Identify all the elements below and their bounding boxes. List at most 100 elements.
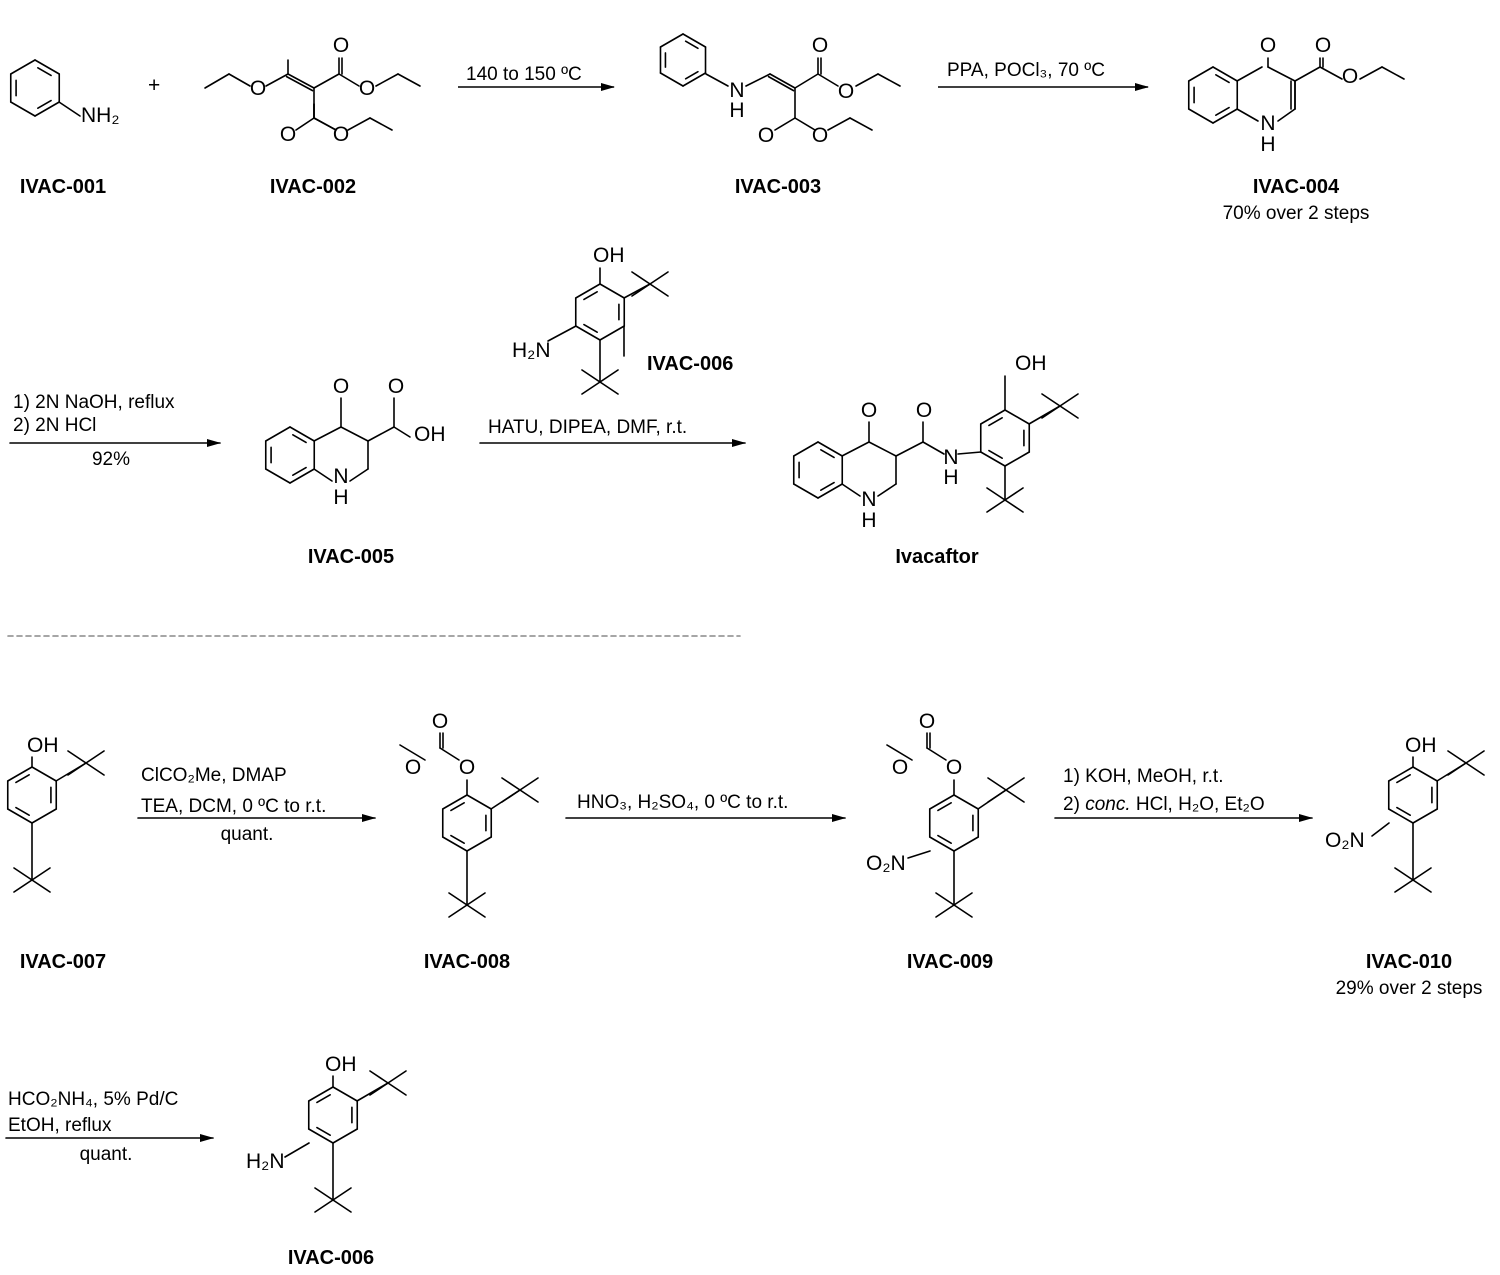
bond-line bbox=[886, 744, 913, 761]
atom-label: OH bbox=[325, 1053, 357, 1076]
atom-label: O bbox=[280, 123, 296, 146]
atom-label: H bbox=[1260, 133, 1275, 156]
aromatic-bond-line bbox=[937, 801, 952, 812]
step-number: 2) bbox=[1063, 794, 1085, 815]
atom-label: H bbox=[729, 99, 744, 122]
atom-label: OH bbox=[27, 734, 59, 757]
conditions-text: 140 to 150 ºC bbox=[466, 64, 582, 85]
conditions-text: HATU, DIPEA, DMF, r.t. bbox=[488, 417, 687, 438]
bond-line bbox=[1447, 750, 1467, 764]
conditions-text: ClCO₂Me, DMAP bbox=[141, 765, 287, 786]
bond-line bbox=[1236, 108, 1259, 122]
atom-label: O bbox=[333, 123, 349, 146]
atom-label: H bbox=[333, 486, 348, 509]
atom-label: H bbox=[861, 509, 876, 532]
bond-line bbox=[855, 73, 879, 87]
atom-label: H bbox=[943, 466, 958, 489]
bond-line bbox=[581, 381, 601, 395]
aromatic-bond-line bbox=[15, 773, 30, 784]
atom-label: OH bbox=[1015, 352, 1047, 375]
aromatic-bond-line bbox=[37, 99, 52, 110]
bond-line bbox=[922, 441, 945, 455]
atom-label: H₂N bbox=[246, 1150, 284, 1173]
bond-line bbox=[340, 426, 369, 442]
bond-line bbox=[792, 483, 819, 499]
bond-line bbox=[987, 777, 1007, 791]
bond-line bbox=[1371, 822, 1390, 837]
yield-text: 70% over 2 steps bbox=[1223, 203, 1370, 224]
conditions-rest: HCl, H₂O, Et₂O bbox=[1131, 794, 1265, 815]
bond-line bbox=[986, 487, 1006, 501]
aromatic-bond-line bbox=[450, 834, 465, 845]
atom-label: O bbox=[1260, 34, 1276, 57]
atom-label: OH bbox=[1405, 734, 1437, 757]
atom-label: O bbox=[405, 756, 421, 779]
bond-line bbox=[332, 1086, 359, 1102]
bond-line bbox=[1212, 108, 1239, 124]
bond-line bbox=[926, 747, 947, 761]
bond-line bbox=[794, 117, 816, 131]
bond-line bbox=[928, 794, 955, 810]
atom-label: O bbox=[892, 756, 908, 779]
bond-line bbox=[774, 117, 796, 131]
atom-label: O bbox=[388, 375, 404, 398]
bond-line bbox=[986, 499, 1006, 513]
atom-label: O bbox=[919, 710, 935, 733]
bond-line bbox=[13, 867, 33, 881]
aromatic-bond-line bbox=[820, 481, 835, 492]
bond-line bbox=[313, 73, 340, 89]
bond-line bbox=[31, 766, 58, 782]
bond-line bbox=[877, 483, 897, 497]
atom-label: O bbox=[1342, 65, 1358, 88]
bond-line bbox=[284, 1142, 310, 1158]
aromatic-bond-line bbox=[1396, 806, 1411, 817]
atom-label: O bbox=[250, 77, 266, 100]
bond-line bbox=[375, 73, 399, 87]
bond-line bbox=[957, 451, 982, 455]
bond-line bbox=[769, 73, 796, 89]
bond-line bbox=[1004, 451, 1031, 467]
aromatic-bond-line bbox=[1215, 73, 1230, 84]
bond-line bbox=[1005, 789, 1025, 803]
bond-line bbox=[928, 836, 955, 852]
bond-line bbox=[313, 468, 333, 482]
italic-modifier: conc. bbox=[1085, 794, 1130, 815]
compound-label: IVAC-010 bbox=[1366, 951, 1452, 973]
bond-line bbox=[387, 1070, 407, 1084]
aromatic-bond-line bbox=[1396, 773, 1411, 784]
compound-label: IVAC-002 bbox=[270, 176, 356, 198]
compound-label: IVAC-008 bbox=[424, 951, 510, 973]
bond-line bbox=[1041, 393, 1061, 407]
atom-label: O₂N bbox=[866, 852, 906, 875]
bond-line bbox=[1387, 766, 1414, 782]
bond-line bbox=[6, 766, 33, 782]
bond-line bbox=[367, 426, 395, 442]
reagent-label: IVAC-006 bbox=[647, 353, 733, 375]
bond-line bbox=[979, 409, 1006, 425]
bond-line bbox=[1447, 762, 1467, 776]
bond-line bbox=[547, 325, 577, 342]
bond-line bbox=[1004, 409, 1031, 425]
bond-line bbox=[1381, 66, 1405, 80]
bond-line bbox=[295, 117, 315, 131]
atom-label: O bbox=[758, 124, 774, 147]
bond-line bbox=[599, 381, 619, 395]
atom-label: N bbox=[729, 79, 744, 102]
bond-line bbox=[67, 762, 87, 776]
bond-line bbox=[85, 750, 105, 764]
aromatic-bond-line bbox=[316, 1126, 331, 1137]
bond-line bbox=[1004, 499, 1024, 513]
bond-line bbox=[332, 1199, 352, 1213]
bond-line bbox=[397, 73, 421, 87]
bond-line bbox=[466, 794, 493, 810]
bond-line bbox=[441, 836, 468, 852]
bond-line bbox=[441, 794, 468, 810]
atom-label: OH bbox=[414, 423, 446, 446]
bond-line bbox=[1187, 66, 1214, 82]
bond-line bbox=[67, 750, 87, 764]
compound-label: IVAC-004 bbox=[1253, 176, 1340, 198]
conditions-text: 1) KOH, MeOH, r.t. bbox=[1063, 766, 1223, 787]
atom-label: O bbox=[838, 80, 854, 103]
atom-label: O bbox=[916, 399, 932, 422]
bond-line bbox=[287, 73, 315, 89]
